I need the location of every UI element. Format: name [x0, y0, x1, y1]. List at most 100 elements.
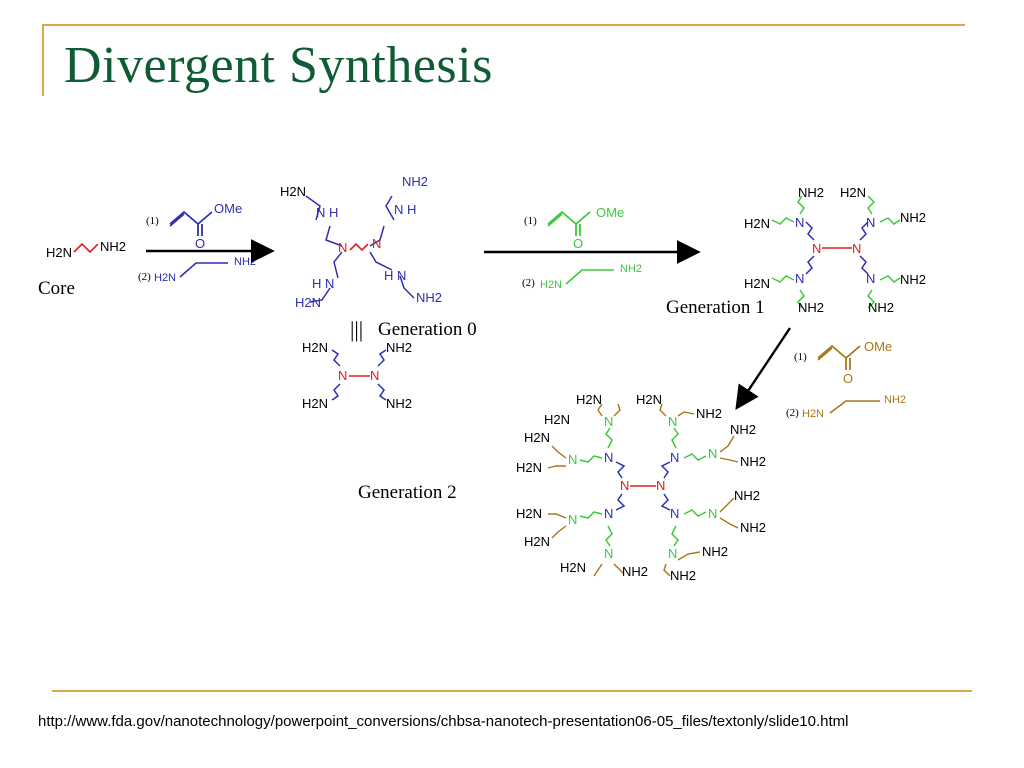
- divergent-synthesis-diagram: H2N NH2 Core (1) OMe O (2) H2N NH2: [38, 174, 926, 583]
- step-a1-tag: (1): [146, 215, 159, 227]
- gen0-core-n1: N: [338, 240, 347, 255]
- generation-0-simplified: N N H2N H2N NH2 NH2: [302, 340, 412, 411]
- gen2-gn-a: N: [604, 414, 613, 429]
- step-c-o: O: [843, 371, 853, 386]
- gen2-nh2-7: NH2: [622, 564, 648, 579]
- core-label: Core: [38, 278, 75, 299]
- generation-1-label: Generation 1: [666, 297, 765, 318]
- gen2-gn-b: N: [568, 452, 577, 467]
- step-c1-tag: (1): [794, 351, 807, 363]
- gen1-h2n-c: H2N: [744, 276, 770, 291]
- gen2-n-a: N: [604, 450, 613, 465]
- gen1-h2n-b: H2N: [744, 216, 770, 231]
- gen2-h2n-6: H2N: [516, 506, 542, 521]
- gen0-hn-b: H N: [384, 268, 406, 283]
- gen2-h2n-4: H2N: [524, 430, 550, 445]
- gen2-n-b: N: [604, 506, 613, 521]
- gen0-nh2-b: NH2: [416, 290, 442, 305]
- step-c-h2n: H2N: [802, 408, 824, 420]
- gen2-nh2-1: NH2: [696, 406, 722, 421]
- gen1-core-n2: N: [852, 241, 861, 256]
- source-url: http://www.fda.gov/nanotechnology/powerp…: [38, 713, 849, 730]
- gen1-n-d: N: [866, 271, 875, 286]
- gen2-gn-e: N: [668, 414, 677, 429]
- gen2-nh2-5: NH2: [740, 520, 766, 535]
- left-accent-line: [42, 24, 44, 96]
- step-b-ome: OMe: [596, 205, 624, 220]
- step-b-nh2: NH2: [620, 263, 642, 275]
- core-molecule: H2N NH2: [46, 239, 126, 260]
- gen0-hn-a: H N: [312, 276, 334, 291]
- gen2-core-n2: N: [656, 478, 665, 493]
- gen0s-h2n-b: H2N: [302, 396, 328, 411]
- step-b2-tag: (2): [522, 277, 535, 289]
- gen0-core-n2: N: [372, 236, 381, 251]
- gen2-nh2-4: NH2: [734, 488, 760, 503]
- reagents-step-c: (1) OMe O (2) H2N NH2: [786, 339, 906, 420]
- step-a2-tag: (2): [138, 271, 151, 283]
- gen0s-nh2-a: NH2: [386, 340, 412, 355]
- gen1-nh2-b: NH2: [900, 210, 926, 225]
- step-c-ome: OMe: [864, 339, 892, 354]
- gen0-h2n-b: H2N: [295, 295, 321, 310]
- gen2-h2n-7: H2N: [524, 534, 550, 549]
- reagents-step-a: (1) OMe O (2) H2N NH2: [138, 201, 256, 284]
- gen2-nh2-3: NH2: [740, 454, 766, 469]
- step-b-o: O: [573, 236, 583, 251]
- gen2-gn-h: N: [668, 546, 677, 561]
- gen0-nh-b: N H: [394, 202, 416, 217]
- gen2-n-c: N: [670, 450, 679, 465]
- top-accent-line: [42, 24, 965, 26]
- arrow-gen1-to-gen2: [735, 327, 791, 410]
- core-h2n-label: H2N: [46, 245, 72, 260]
- gen2-nh2-6: NH2: [702, 544, 728, 559]
- gen2-nh2-2: NH2: [730, 422, 756, 437]
- generation-2-label: Generation 2: [358, 482, 457, 503]
- generation-1-molecule: N N N N N N NH2 H2N H2N NH2 H2N NH2 NH2 …: [744, 185, 926, 315]
- gen2-n-d: N: [670, 506, 679, 521]
- gen1-core-n1: N: [812, 241, 821, 256]
- gen2-gn-d: N: [604, 546, 613, 561]
- step-b1-tag: (1): [524, 215, 537, 227]
- gen1-n-a: N: [795, 215, 804, 230]
- generation-2-molecule: N N N N N N N N N N N N N N: [516, 392, 766, 583]
- gen1-n-c: N: [866, 215, 875, 230]
- gen2-h2n-3: H2N: [544, 412, 570, 427]
- reagents-step-b: (1) OMe O (2) H2N NH2: [522, 205, 642, 291]
- equivalence-mark: |||: [350, 317, 363, 342]
- gen2-h2n-8: H2N: [560, 560, 586, 575]
- step-b-h2n: H2N: [540, 279, 562, 291]
- gen1-nh2-d: NH2: [798, 300, 824, 315]
- gen1-h2n-a: H2N: [840, 185, 866, 200]
- step-a-o: O: [195, 236, 205, 251]
- gen2-h2n-5: H2N: [516, 460, 542, 475]
- gen2-gn-f: N: [708, 446, 717, 461]
- step-a-nh2: NH2: [234, 256, 256, 268]
- gen0s-nh2-b: NH2: [386, 396, 412, 411]
- step-c2-tag: (2): [786, 407, 799, 419]
- gen0-h2n-a: H2N: [280, 184, 306, 199]
- gen2-nh2-8: NH2: [670, 568, 696, 583]
- core-nh2-label: NH2: [100, 239, 126, 254]
- gen1-nh2-c: NH2: [900, 272, 926, 287]
- gen1-nh2-e: NH2: [868, 300, 894, 315]
- gen2-h2n-1: H2N: [576, 392, 602, 407]
- slide-title: Divergent Synthesis: [64, 37, 493, 94]
- generation-0-molecule: N N H2N NH2 N H N H H N H N H2N NH2: [280, 174, 442, 310]
- step-a-ome: OMe: [214, 201, 242, 216]
- bottom-accent-line: [52, 690, 972, 692]
- gen0s-h2n-a: H2N: [302, 340, 328, 355]
- generation-0-label: Generation 0: [378, 319, 477, 340]
- gen2-core-n1: N: [620, 478, 629, 493]
- gen0-nh2-a: NH2: [402, 174, 428, 189]
- step-c-nh2: NH2: [884, 394, 906, 406]
- gen0s-n1: N: [338, 368, 347, 383]
- gen0s-n2: N: [370, 368, 379, 383]
- gen1-nh2-a: NH2: [798, 185, 824, 200]
- gen0-nh-a: N H: [316, 205, 338, 220]
- gen2-gn-c: N: [568, 512, 577, 527]
- gen2-gn-g: N: [708, 506, 717, 521]
- gen1-n-b: N: [795, 271, 804, 286]
- gen2-h2n-2: H2N: [636, 392, 662, 407]
- step-a-h2n: H2N: [154, 272, 176, 284]
